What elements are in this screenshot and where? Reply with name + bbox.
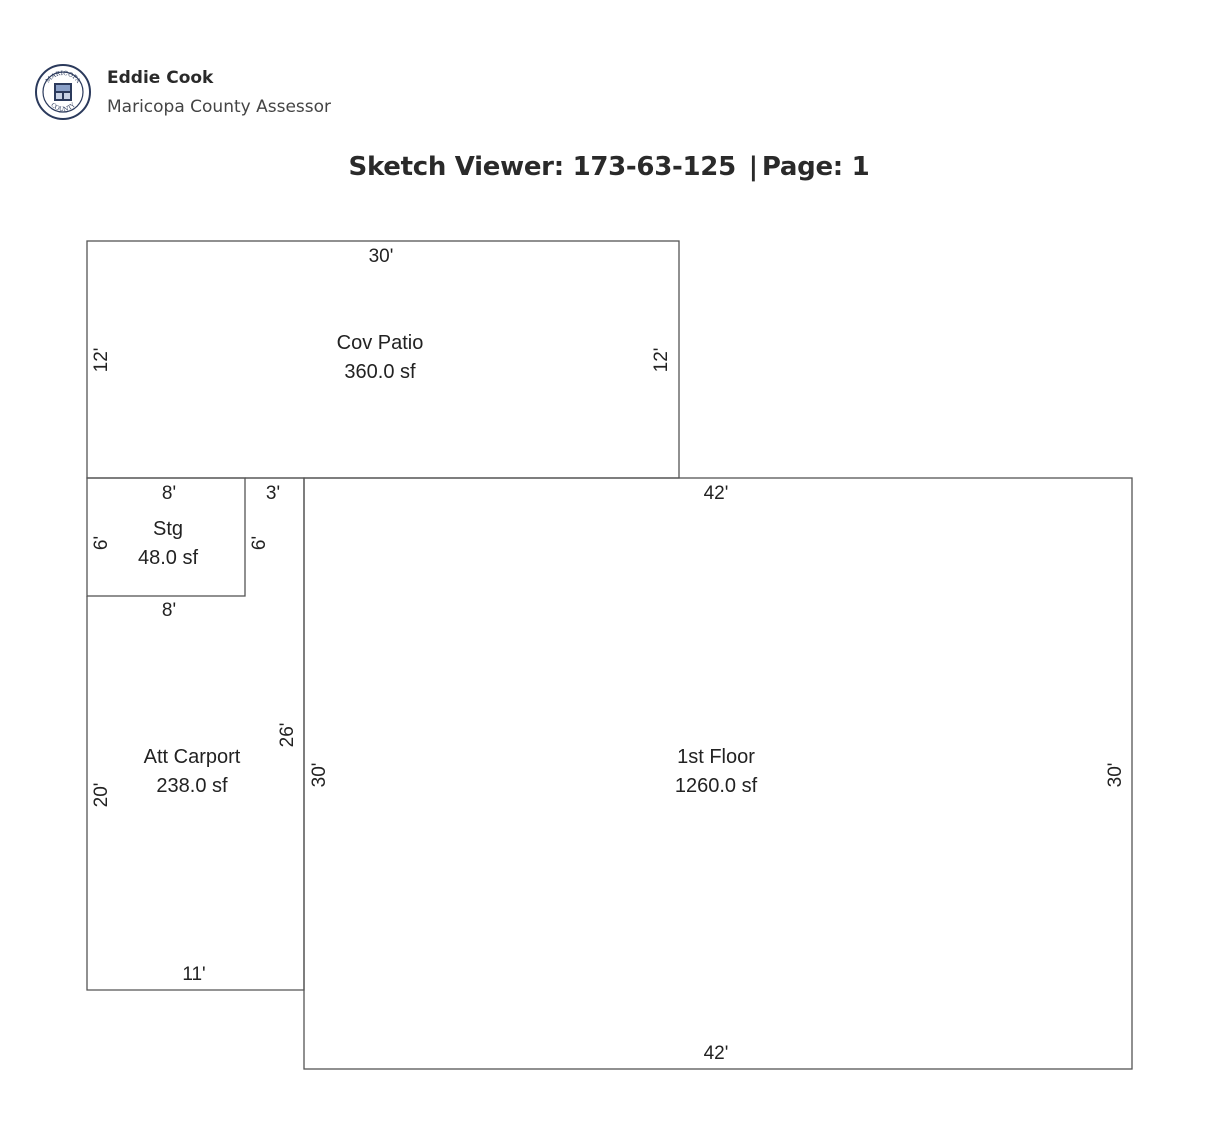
- title-separator: |: [748, 152, 759, 182]
- first-floor-label: 1st Floor: [677, 746, 755, 768]
- first-floor-dim-bottom: 42': [704, 1043, 729, 1064]
- parcel-number: 173-63-125: [572, 152, 737, 182]
- first-floor-dim-left: 30': [309, 763, 330, 788]
- page-number: 1: [851, 152, 870, 182]
- sketch-outlines: [86, 240, 1133, 1070]
- first-floor-outline: [303, 477, 1133, 1070]
- cov-patio-dim-left: 12': [91, 348, 112, 373]
- storage-label: Stg: [153, 518, 183, 540]
- first-floor-dim-right: 30': [1105, 763, 1126, 788]
- carport-area: 238.0 sf: [156, 775, 228, 797]
- assessor-name: Eddie Cook: [107, 68, 214, 88]
- first-floor-dim-top: 42': [704, 483, 729, 504]
- carport-dim-left: 20': [91, 783, 112, 808]
- assessor-subtitle: Maricopa County Assessor: [107, 97, 332, 117]
- svg-text:COUNTY: COUNTY: [49, 101, 77, 113]
- carport-dim-bottom: 11': [182, 964, 205, 985]
- carport-label: Att Carport: [144, 746, 241, 768]
- storage-dim-right: 6': [249, 536, 270, 550]
- county-seal-icon: MARICOPA COUNTY: [35, 64, 91, 120]
- seal-text-bottom: COUNTY: [49, 101, 77, 113]
- first-floor-area: 1260.0 sf: [675, 775, 758, 797]
- storage-dim-top: 8': [162, 483, 176, 504]
- cov-patio-label: Cov Patio: [337, 332, 424, 354]
- storage-area: 48.0 sf: [138, 547, 198, 569]
- carport-dim-notch-top: 3': [266, 483, 280, 504]
- storage-dim-bottom: 8': [162, 600, 176, 621]
- page-label: Page:: [761, 152, 843, 182]
- cov-patio-dim-right: 12': [651, 348, 672, 373]
- storage-outline: [86, 477, 246, 597]
- page-title: Sketch Viewer: 173-63-125 |Page: 1: [0, 152, 1218, 182]
- cov-patio-dim-top: 30': [369, 246, 394, 267]
- storage-dim-left: 6': [91, 536, 112, 550]
- cov-patio-area: 360.0 sf: [344, 361, 416, 383]
- cov-patio-outline: [86, 240, 680, 479]
- title-label: Sketch Viewer:: [348, 152, 565, 182]
- carport-dim-right-upper: 26': [277, 723, 298, 748]
- assessor-header: MARICOPA COUNTY Eddie Cook Maricopa Coun…: [35, 64, 435, 124]
